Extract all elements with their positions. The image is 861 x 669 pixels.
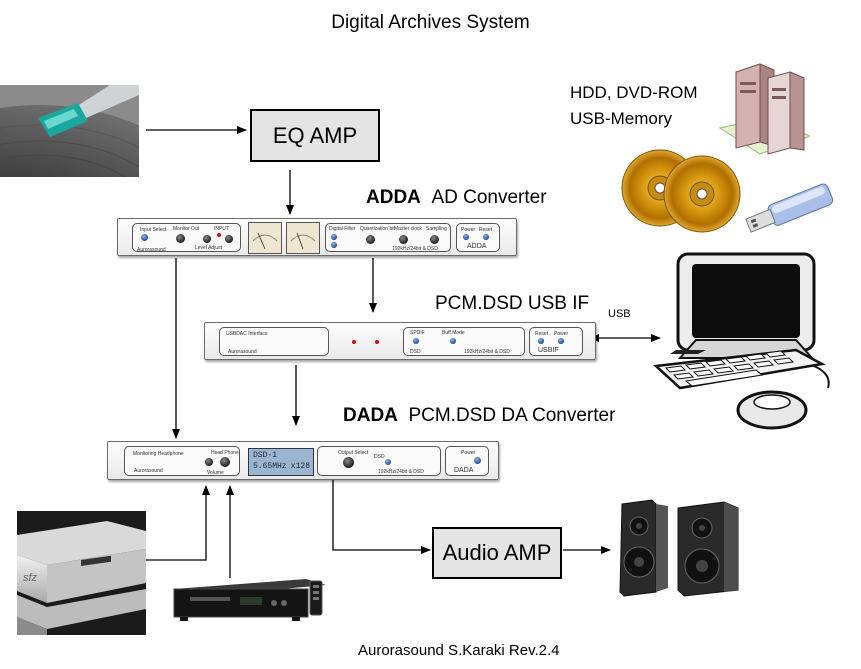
adda-unit: Input Select Monitor Out INPUT Level Adj…	[117, 218, 517, 256]
headphone-jack	[205, 458, 213, 466]
adda-name: ADDA	[366, 187, 421, 208]
adda-settings-panel: Digital Filter Quantization bit Master c…	[325, 223, 451, 252]
sfz-player-image: sfz	[17, 511, 146, 635]
input-select-knob	[141, 234, 148, 241]
usbif-brand: Aurorasound	[228, 349, 257, 355]
arrow-sfz-to-dada	[146, 485, 210, 561]
adda-brand: Aurorasound	[137, 247, 166, 253]
usbif-power-knob	[558, 338, 564, 344]
volume-label: Volume	[207, 470, 224, 476]
usbif-led-1	[352, 340, 356, 344]
input-label: INPUT	[214, 226, 229, 232]
storage-label: HDD, DVD-ROM USB-Memory	[570, 80, 698, 132]
usbif-label: PCM.DSD USB IF	[435, 293, 590, 314]
lcd-line2-right: x128	[290, 462, 310, 471]
dada-badge: DADA	[454, 467, 474, 474]
adda-power-knob	[463, 234, 469, 240]
digital-filter-label: Digital Filter	[329, 226, 356, 232]
sampling-label: Sampling	[426, 226, 447, 232]
usbif-reset-label: Reset	[535, 331, 549, 337]
adda-dsd-mark: 192kHz/24bit & DSD	[392, 246, 438, 252]
lcd-line2-left: 5.65MHz	[253, 462, 287, 471]
usbif-settings-panel: SPDIF Buff.Mode DSD 192kHz/24bit & DSD	[403, 327, 525, 356]
eq-amp-box: EQ AMP	[250, 109, 380, 162]
level-knob-r	[225, 235, 233, 243]
dada-name: DADA	[343, 405, 398, 426]
quantize-knob	[366, 235, 375, 244]
usb-link-label: USB	[608, 308, 631, 320]
sampling-knob	[430, 235, 439, 244]
dada-power-knob	[474, 457, 481, 464]
headphone-out-label: Head Phone	[211, 450, 239, 456]
adda-power-label: Power	[461, 227, 476, 233]
cd-player-image	[173, 579, 326, 621]
usbif-unit: USBDAC Interface Aurorasound SPDIF Buff.…	[204, 322, 596, 360]
diagram-title: Digital Archives System	[331, 12, 530, 33]
filter-knob-2	[331, 242, 337, 248]
input-led	[217, 233, 221, 237]
adda-reset-label: Reset	[479, 227, 493, 233]
spdif-label: SPDIF	[410, 330, 425, 336]
usbif-dsd-mark: 192kHz/24bit & DSD	[464, 349, 510, 355]
vu-meter-right	[286, 222, 320, 254]
storage-line1: HDD, DVD-ROM	[570, 83, 698, 102]
audio-amp-box: Audio AMP	[432, 527, 562, 579]
buffer-knob	[450, 338, 456, 344]
dvd-rom-discs-icon	[621, 149, 741, 233]
computer-icon	[653, 252, 830, 430]
turntable-image	[0, 85, 139, 177]
storage-line2: USB-Memory	[570, 109, 673, 128]
dada-unit: Monitoring Headphone Head Phone Auroraso…	[107, 441, 499, 480]
output-select-label: Output Select	[338, 450, 369, 456]
dada-power-panel: Power DADA	[445, 446, 489, 476]
input-select-label: Input Select	[140, 227, 167, 233]
adda-label: ADDA AD Converter	[366, 187, 547, 209]
monitor-out-label: Monitor Out	[173, 226, 200, 232]
usbif-dsd-label: DSD	[410, 349, 421, 355]
clock-knob	[399, 235, 408, 244]
dada-power-label: Power	[461, 450, 476, 456]
dada-label: DADA PCM.DSD DA Converter	[343, 405, 615, 427]
dada-headphone-panel: Monitoring Headphone Head Phone Auroraso…	[124, 446, 240, 476]
adda-power-panel: Power Reset ADDA	[456, 223, 500, 252]
output-select-knob	[343, 457, 354, 468]
dada-desc: PCM.DSD DA Converter	[408, 405, 616, 426]
usbif-power-panel: Reset Power USBIF	[529, 327, 583, 356]
usbif-reset-knob	[538, 338, 544, 344]
adda-reset-knob	[483, 234, 489, 240]
server-hdd-icon	[718, 63, 810, 155]
master-clock-label: Master clock	[394, 226, 423, 232]
usbif-power-label: Power	[554, 331, 569, 337]
dada-output-panel: Output Select DSD 192kHz/24bit & DSD	[317, 446, 441, 476]
dada-dsd-label: DSD	[374, 454, 385, 460]
usb-memory-icon	[745, 183, 834, 233]
level-adjust-label: Level Adjust	[195, 245, 222, 251]
buffer-mode-label: Buff.Mode	[442, 330, 465, 336]
volume-knob	[220, 457, 230, 467]
lcd-line1: DSD-1	[253, 451, 278, 460]
monitoring-headphone-label: Monitoring Headphone	[133, 451, 184, 457]
dada-brand: Aurorasound	[134, 468, 163, 474]
dada-mode-knob	[385, 459, 391, 465]
speakers-icon	[619, 499, 739, 597]
svg-text:sfz: sfz	[23, 572, 38, 584]
quantize-label: Quantization bit	[360, 226, 395, 232]
usbif-brand-panel: USBDAC Interface Aurorasound	[219, 327, 329, 356]
level-knob-l	[203, 235, 211, 243]
monitor-jack	[176, 234, 185, 243]
vu-meter-left	[248, 222, 282, 254]
adda-input-panel: Input Select Monitor Out INPUT Level Adj…	[132, 223, 241, 253]
footer-credit: Aurorasound S.Karaki Rev.2.4	[358, 642, 560, 659]
adda-badge: ADDA	[467, 243, 487, 250]
dada-dsd-mark: 192kHz/24bit & DSD	[378, 469, 424, 475]
usbif-led-2	[375, 340, 379, 344]
arrow-dada-to-audioamp	[332, 480, 431, 554]
spdif-knob	[413, 338, 419, 344]
usbif-badge: USBIF	[538, 347, 559, 354]
adda-desc: AD Converter	[431, 187, 547, 208]
filter-knob	[331, 234, 337, 240]
dada-lcd: DSD-1 5.65MHz x128	[248, 448, 314, 476]
usbif-header: USBDAC Interface	[226, 331, 268, 337]
